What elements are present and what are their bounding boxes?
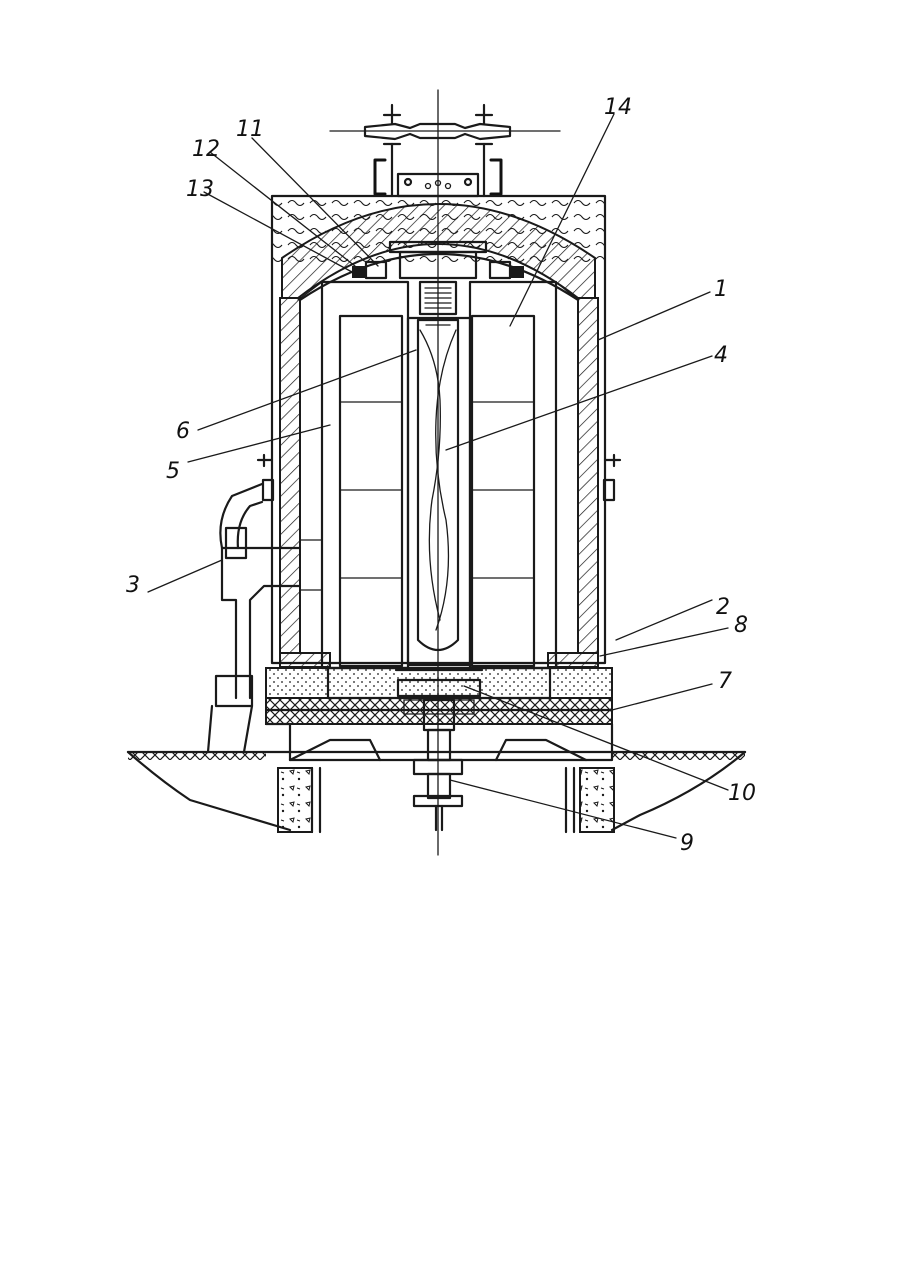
callout-8: 8 [734, 613, 748, 638]
heater-blocks [340, 316, 534, 666]
callout-1: 1 [714, 277, 728, 302]
callout-2: 2 [716, 595, 730, 620]
callout-5: 5 [166, 459, 180, 484]
top-rod-assembly [330, 105, 560, 196]
callout-7: 7 [718, 669, 732, 694]
callout-12: 12 [192, 137, 220, 162]
callout-10: 10 [728, 781, 756, 806]
callout-6: 6 [176, 419, 190, 444]
crucible [408, 318, 470, 665]
callout-3: 3 [126, 573, 140, 598]
outer-casing [258, 196, 620, 667]
callout-14: 14 [604, 95, 632, 120]
callout-4: 4 [714, 343, 728, 368]
callout-13: 13 [186, 177, 214, 202]
callout-11: 11 [236, 117, 264, 142]
callout-9: 9 [680, 831, 694, 856]
